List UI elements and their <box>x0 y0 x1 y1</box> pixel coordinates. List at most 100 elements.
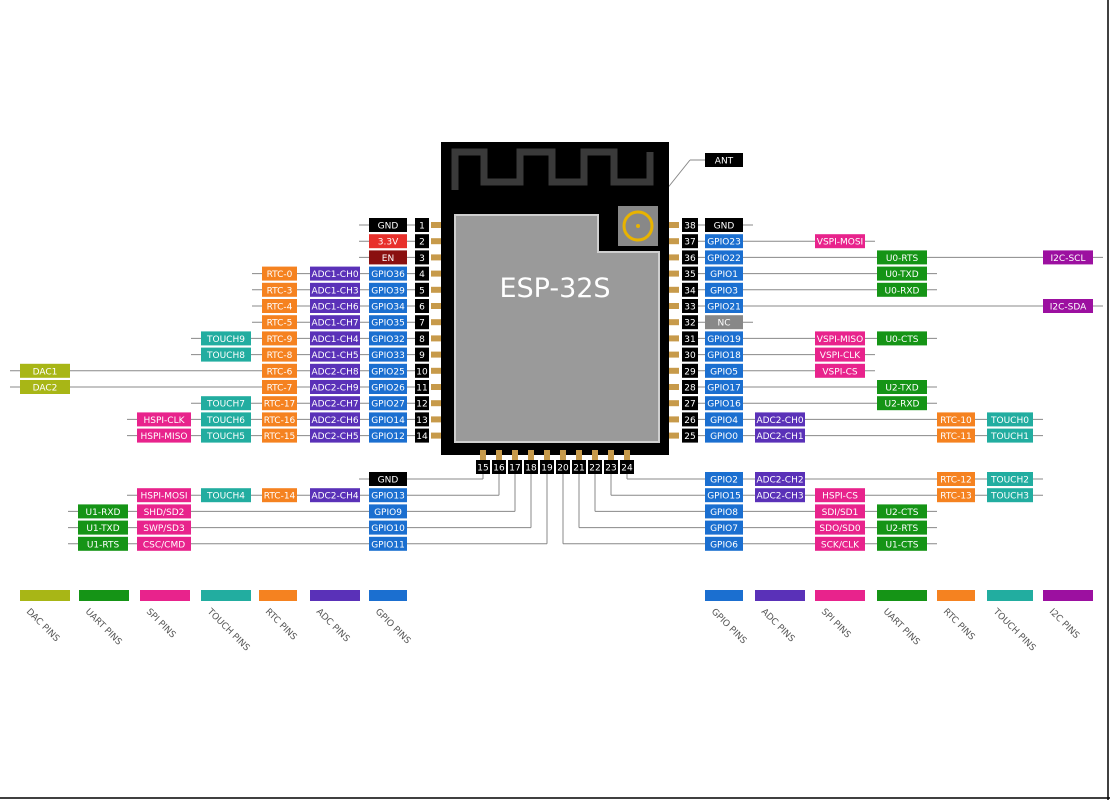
pin-gpio22-label: GPIO22 <box>707 254 741 264</box>
pin-number-box <box>682 234 698 249</box>
legend-item: DAC PINS <box>20 590 70 644</box>
pin-number-box <box>415 234 429 249</box>
pin-gpio10-label: GPIO10 <box>371 524 405 534</box>
pin-number-box <box>682 347 698 362</box>
pin-u0-rxd-badge: U0-RXD <box>877 282 927 297</box>
pin-gpio13-badge: GPIO13 <box>369 488 407 503</box>
pin-rtc-10-box <box>937 412 975 427</box>
pin-number-box <box>682 218 698 232</box>
pin-touch8-badge: TOUCH8 <box>201 347 251 362</box>
pin-shd-sd2-box <box>137 504 191 519</box>
pin-pad <box>431 335 441 342</box>
legend-label: GPIO PINS <box>373 607 412 646</box>
pin-vspi-miso-box <box>815 331 865 346</box>
pin-number-box <box>415 363 429 378</box>
pin-vspi-cs-label: VSPI-CS <box>822 367 857 377</box>
antenna-badge: ANT <box>705 153 743 167</box>
pin-number: 24 <box>621 464 633 474</box>
pin-rtc-17-badge: RTC-17 <box>262 396 297 411</box>
pin-pad <box>624 450 630 460</box>
antenna-label: ANT <box>715 157 734 167</box>
pin-gpio3-box <box>705 282 743 297</box>
pin-adc2-ch1-label: ADC2-CH1 <box>756 432 803 442</box>
pin-gpio33-label: GPIO33 <box>371 351 405 361</box>
pin-pad <box>431 238 441 245</box>
pin-i2c-sda-badge: I2C-SDA <box>1043 299 1093 313</box>
pin-rtc-14-box <box>262 488 297 503</box>
pin-3-3v-box <box>369 234 407 249</box>
legend-label: RTC PINS <box>941 607 977 643</box>
pin-pad <box>480 450 486 460</box>
pin-adc2-ch1-box <box>755 428 805 443</box>
pin-u2-cts-label: U2-CTS <box>885 508 918 518</box>
pin-adc2-ch9-label: ADC2-CH9 <box>311 384 358 394</box>
pin-gnd-badge: GND <box>369 218 407 232</box>
pin-gpio16-badge: GPIO16 <box>705 396 743 411</box>
pin-adc2-ch5-badge: ADC2-CH5 <box>310 428 360 443</box>
pin-pad <box>528 450 534 460</box>
pin-gnd-label: GND <box>714 222 735 232</box>
pin-u1-txd-badge: U1-TXD <box>78 520 128 535</box>
pin-number-box <box>682 380 698 394</box>
pin-touch9-label: TOUCH9 <box>206 335 245 345</box>
legend-label: ADC PINS <box>314 607 352 645</box>
pin-3-3v-label: 3.3V <box>378 238 399 248</box>
pin-u2-rts-box <box>877 520 927 535</box>
pin-number-box <box>415 412 429 427</box>
legend-label: SPI PINS <box>819 607 853 641</box>
pin-gpio9-box <box>369 504 407 519</box>
pin-gpio18-label: GPIO18 <box>707 351 741 361</box>
pin-gpio12-badge: GPIO12 <box>369 428 407 443</box>
pin-gpio10-box <box>369 520 407 535</box>
pin-number-box <box>682 331 698 346</box>
pin-dac2-box <box>20 380 70 394</box>
legend-swatch <box>20 590 70 601</box>
pin-pad <box>431 222 441 228</box>
pin-pad <box>431 319 441 326</box>
pin-en-label: EN <box>382 254 394 264</box>
pin-pad <box>431 303 441 309</box>
legend-item: GPIO PINS <box>369 590 412 647</box>
pin-csc-cmd-label: CSC/CMD <box>143 540 185 550</box>
pin-adc1-ch3-badge: ADC1-CH3 <box>310 282 360 297</box>
pin-number-box <box>604 460 618 474</box>
pin-pad <box>669 400 679 407</box>
pin-u0-txd-label: U0-TXD <box>885 270 918 280</box>
pin-pad <box>431 351 441 358</box>
pin-number-box <box>415 396 429 411</box>
pin-touch5-box <box>201 428 251 443</box>
pin-gpio9-badge: GPIO9 <box>369 504 407 519</box>
pin-adc2-ch5-label: ADC2-CH5 <box>311 432 358 442</box>
pin-hspi-mosi-label: HSPI-MOSI <box>140 492 187 502</box>
pin-number-box <box>415 331 429 346</box>
pin-touch4-label: TOUCH4 <box>206 492 245 502</box>
pin-rtc-5-box <box>262 315 297 330</box>
pin-gpio4-box <box>705 412 743 427</box>
pin-gnd-box <box>369 472 407 486</box>
pin-pad <box>544 450 550 460</box>
pin-gpio19-box <box>705 331 743 346</box>
legend-item: GPIO PINS <box>705 590 748 647</box>
pin-number: 21 <box>573 464 584 474</box>
pin-gpio15-label: GPIO15 <box>707 492 741 502</box>
pin-hspi-miso-box <box>137 428 191 443</box>
pin-gpio8-box <box>705 504 743 519</box>
pin-number: 2 <box>419 238 425 248</box>
pin-u0-rts-badge: U0-RTS <box>877 250 927 265</box>
pin-number: 5 <box>419 286 425 296</box>
pin-adc1-ch0-box <box>310 266 360 281</box>
pin-adc1-ch3-label: ADC1-CH3 <box>311 286 358 296</box>
pin-touch7-box <box>201 396 251 411</box>
pin-adc1-ch0-label: ADC1-CH0 <box>311 270 358 280</box>
pin-nc-badge: NC <box>705 315 743 330</box>
pin-rtc-6-badge: RTC-6 <box>262 363 297 378</box>
pin-gpio23-badge: GPIO23 <box>705 234 743 249</box>
pin-gpio2-box <box>705 472 743 486</box>
legend-swatch <box>1043 590 1093 601</box>
pin-rtc-11-box <box>937 428 975 443</box>
pin-rtc-5-badge: RTC-5 <box>262 315 297 330</box>
pin-gpio25-badge: GPIO25 <box>369 363 407 378</box>
pin-rtc-11-label: RTC-11 <box>940 432 972 442</box>
legend-swatch <box>79 590 129 601</box>
pin-number-box <box>588 460 602 474</box>
